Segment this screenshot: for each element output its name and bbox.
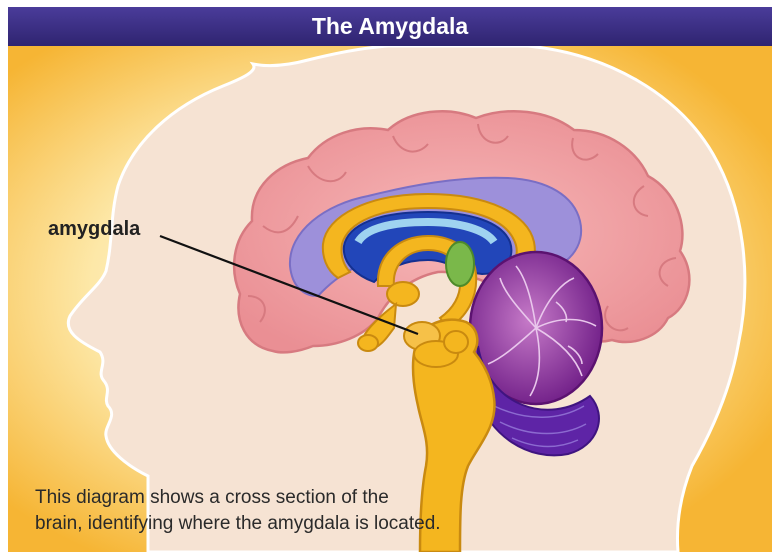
green-structure: [446, 242, 474, 286]
caption-line-2: brain, identifying where the amygdala is…: [35, 511, 555, 537]
caption-line-1: This diagram shows a cross section of th…: [35, 485, 555, 511]
amygdala-label: amygdala: [48, 218, 140, 241]
figure-title: The Amygdala: [8, 7, 772, 46]
caption: This diagram shows a cross section of th…: [35, 485, 555, 537]
brain-illustration: [8, 46, 772, 552]
